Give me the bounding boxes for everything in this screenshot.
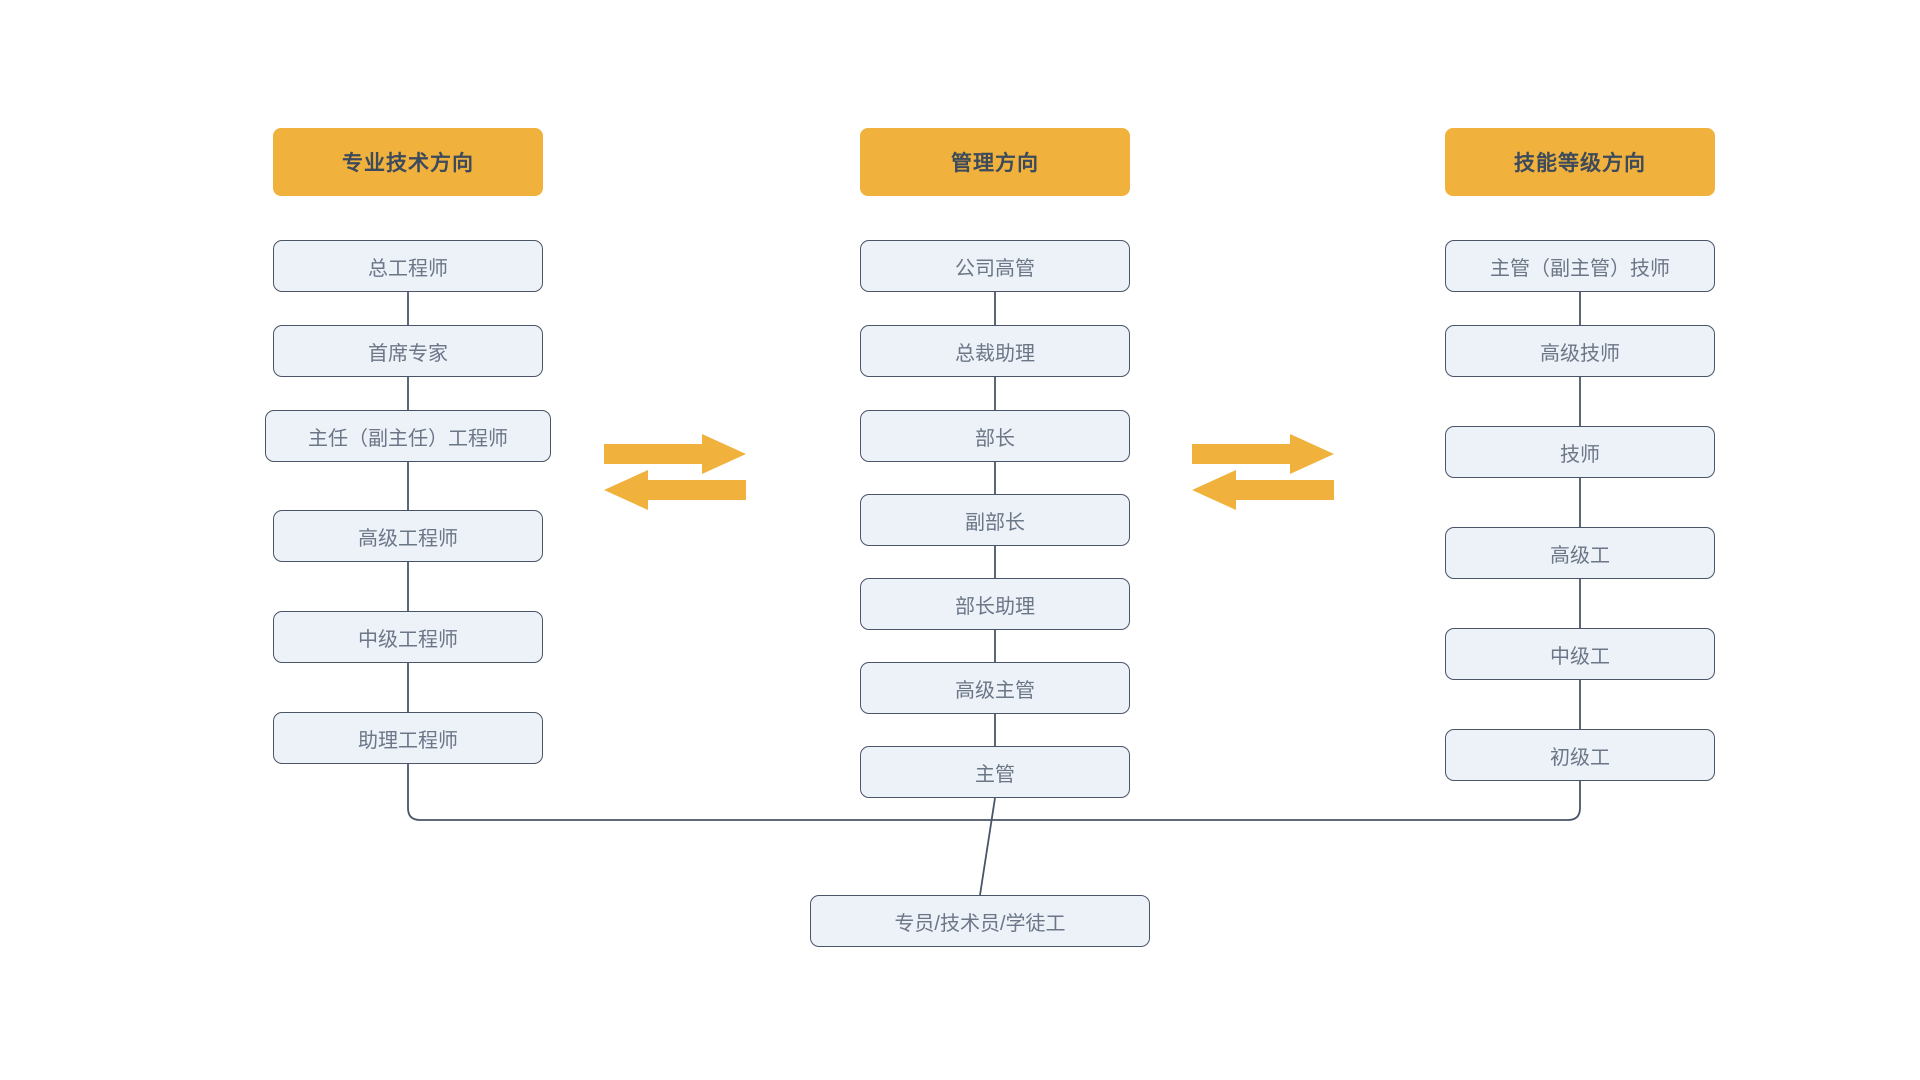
node-base-entry[interactable]: 专员/技术员/学徒工 — [810, 895, 1150, 947]
arrow-left-glyph — [1192, 470, 1334, 510]
node-technical-0[interactable]: 总工程师 — [273, 240, 543, 292]
arrow-right-glyph — [604, 434, 746, 474]
node-management-5[interactable]: 高级主管 — [860, 662, 1130, 714]
node-technical-1[interactable]: 首席专家 — [273, 325, 543, 377]
node-management-6[interactable]: 主管 — [860, 746, 1130, 798]
arrow-left-glyph — [604, 470, 746, 510]
column-header-technical: 专业技术方向 — [273, 128, 543, 196]
node-management-4[interactable]: 部长助理 — [860, 578, 1130, 630]
node-technical-4[interactable]: 中级工程师 — [273, 611, 543, 663]
column-header-skill: 技能等级方向 — [1445, 128, 1715, 196]
node-management-0[interactable]: 公司高管 — [860, 240, 1130, 292]
node-technical-2[interactable]: 主任（副主任）工程师 — [265, 410, 551, 462]
node-skill-1[interactable]: 高级技师 — [1445, 325, 1715, 377]
column-header-management: 管理方向 — [860, 128, 1130, 196]
node-technical-5[interactable]: 助理工程师 — [273, 712, 543, 764]
node-technical-3[interactable]: 高级工程师 — [273, 510, 543, 562]
node-skill-2[interactable]: 技师 — [1445, 426, 1715, 478]
node-skill-4[interactable]: 中级工 — [1445, 628, 1715, 680]
arrow-right-glyph — [1192, 434, 1334, 474]
bidirectional-swap-icon-left — [600, 432, 750, 512]
node-skill-3[interactable]: 高级工 — [1445, 527, 1715, 579]
node-skill-0[interactable]: 主管（副主管）技师 — [1445, 240, 1715, 292]
node-management-3[interactable]: 副部长 — [860, 494, 1130, 546]
node-management-1[interactable]: 总裁助理 — [860, 325, 1130, 377]
node-skill-5[interactable]: 初级工 — [1445, 729, 1715, 781]
node-management-2[interactable]: 部长 — [860, 410, 1130, 462]
bidirectional-swap-icon-right — [1188, 432, 1338, 512]
